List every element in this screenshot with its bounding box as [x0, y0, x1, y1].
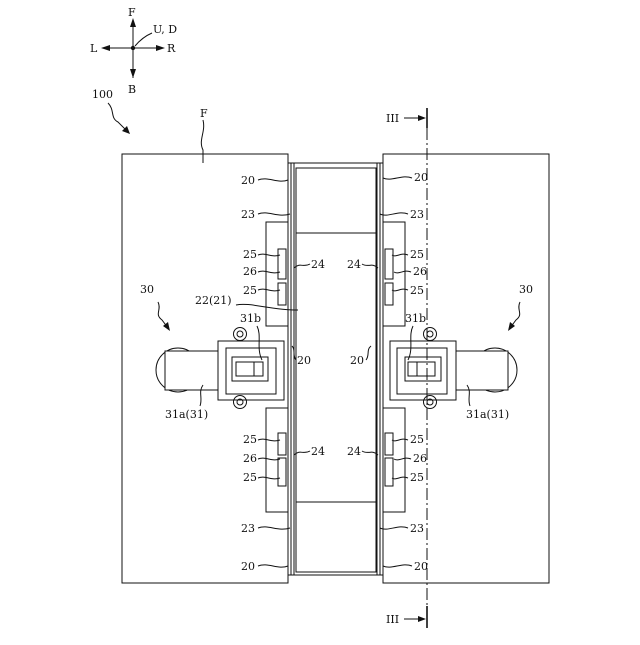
floor-label: F — [200, 107, 208, 120]
compass-left-label: L — [90, 42, 98, 55]
slider-label: 24 — [311, 445, 325, 458]
rail-label: 20 — [414, 171, 428, 184]
handle-part-a-label: 31a(31) — [165, 408, 208, 421]
central-structure — [288, 163, 383, 575]
bolt-label: 25 — [410, 433, 424, 446]
compass: F B L R U, D — [90, 6, 177, 96]
bracket-label: 23 — [241, 208, 255, 221]
slider-label: 24 — [347, 258, 361, 271]
right-upper-plate — [383, 222, 405, 326]
bracket-label: 23 — [410, 208, 424, 221]
section-label-bottom: III — [386, 613, 399, 626]
rail-label: 20 — [241, 560, 255, 573]
bolt-label: 25 — [410, 471, 424, 484]
right-handle-assembly — [390, 328, 517, 409]
plate-label: 26 — [243, 452, 257, 465]
bracket-label: 23 — [241, 522, 255, 535]
bolt-label: 25 — [243, 284, 257, 297]
bolt-label: 25 — [410, 248, 424, 261]
right-lower-plate — [383, 408, 405, 512]
handle-assembly-label: 30 — [140, 283, 154, 296]
bracket-label: 23 — [410, 522, 424, 535]
plate-label: 26 — [243, 265, 257, 278]
device-label: 100 — [92, 88, 113, 101]
section-label-top: III — [386, 112, 399, 125]
compass-front-label: F — [128, 6, 136, 19]
left-upper-plate — [266, 222, 288, 326]
rail-label: 20 — [297, 354, 311, 367]
compass-updown-label: U, D — [153, 23, 177, 36]
carriage-label: 22(21) — [195, 294, 232, 307]
slider-label: 24 — [311, 258, 325, 271]
rail-label: 20 — [350, 354, 364, 367]
handle-assembly-label: 30 — [519, 283, 533, 296]
bolt-label: 25 — [243, 248, 257, 261]
handle-part-b-label: 31b — [405, 312, 426, 325]
plate-label: 26 — [413, 265, 427, 278]
handle-part-a-label: 31a(31) — [466, 408, 509, 421]
bolt-label: 25 — [243, 471, 257, 484]
bolt-label: 25 — [410, 284, 424, 297]
left-handle-assembly — [156, 328, 284, 409]
slider-label: 24 — [347, 445, 361, 458]
plate-label: 26 — [413, 452, 427, 465]
rail-label: 20 — [241, 174, 255, 187]
bolt-label: 25 — [243, 433, 257, 446]
compass-back-label: B — [128, 83, 136, 96]
rail-label: 20 — [414, 560, 428, 573]
handle-part-b-label: 31b — [240, 312, 261, 325]
compass-right-label: R — [167, 42, 176, 55]
